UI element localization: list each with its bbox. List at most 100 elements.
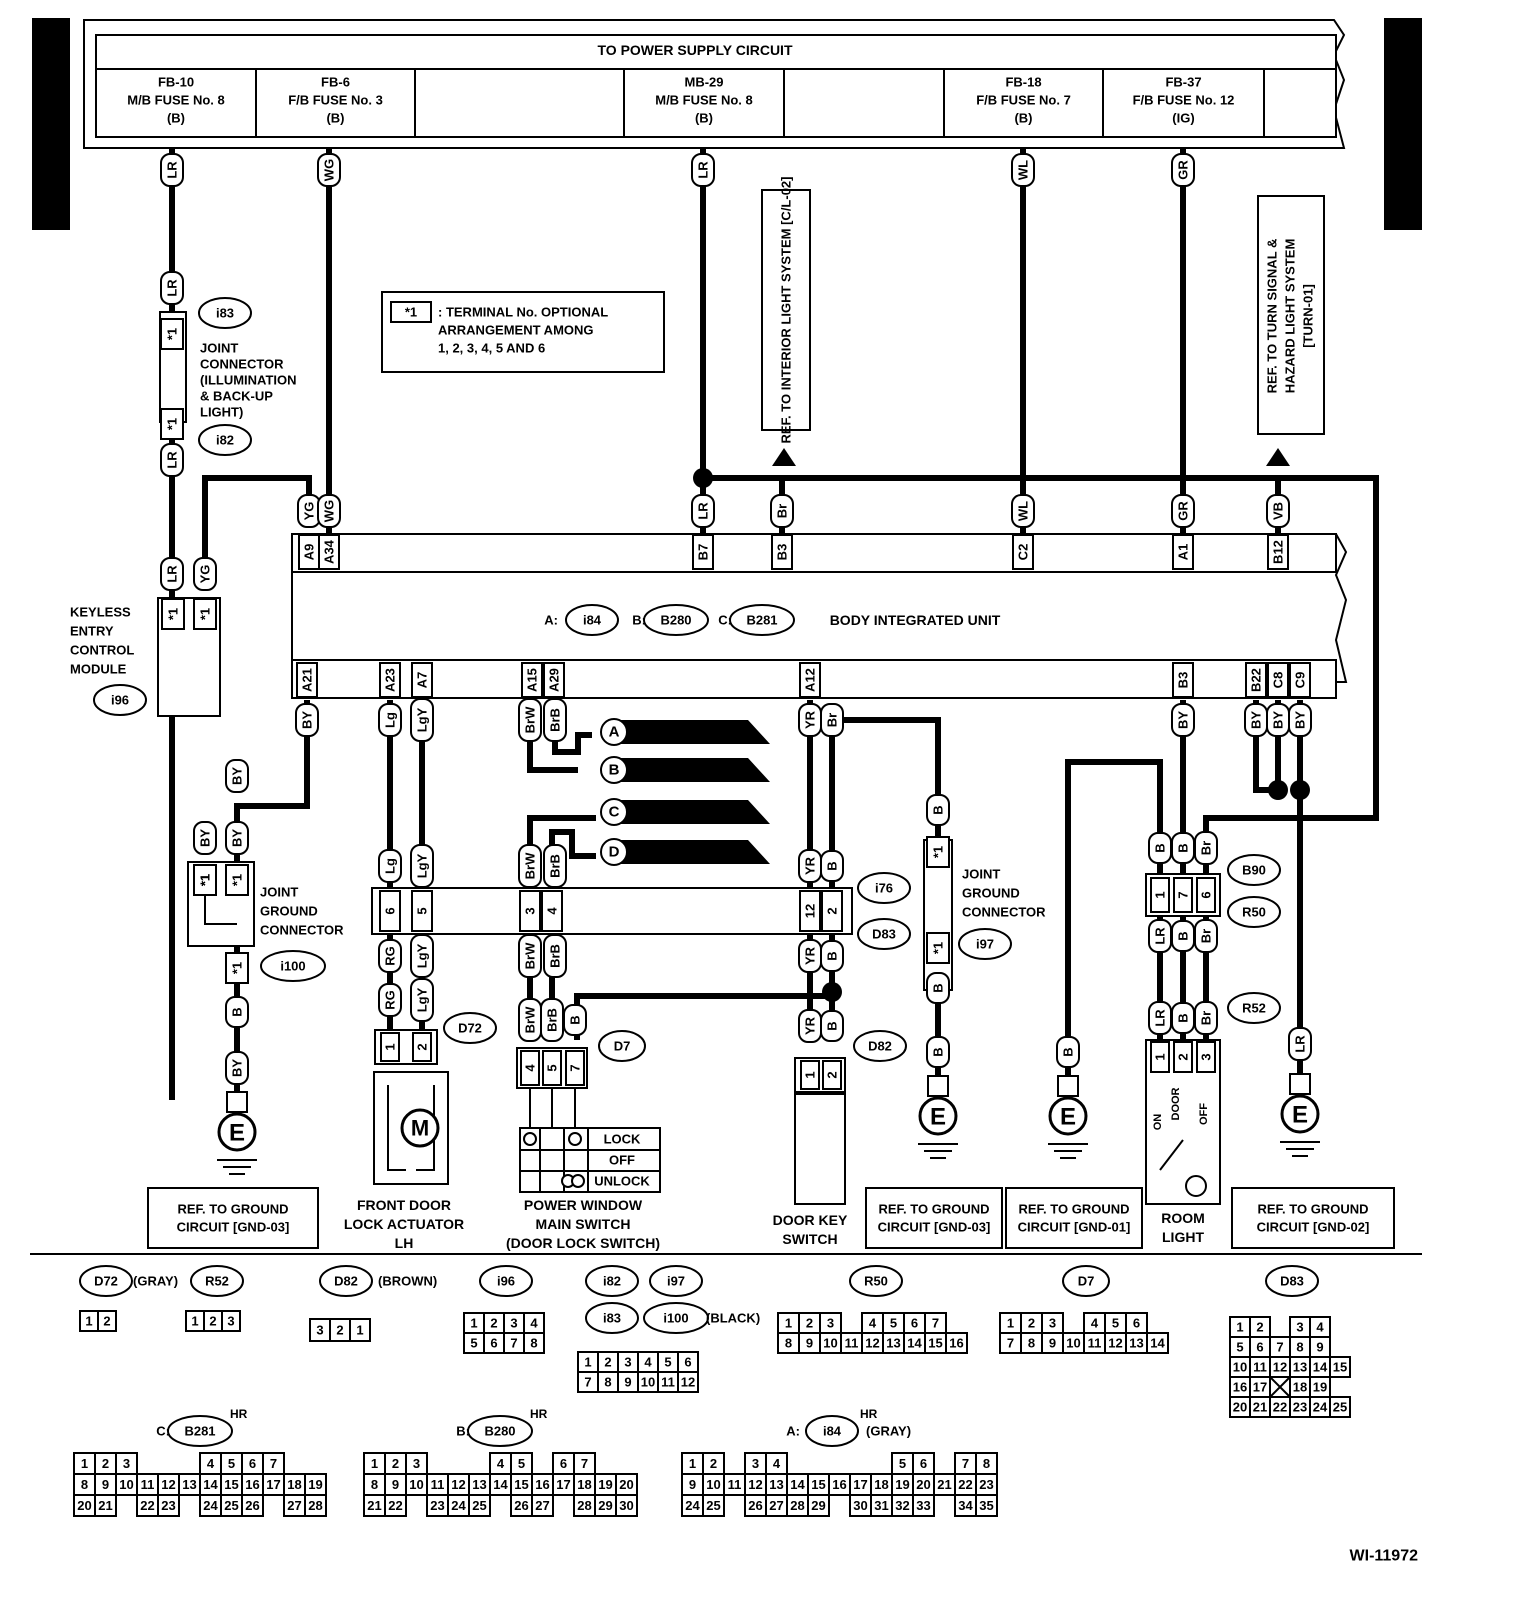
d83-legend-pin: 20: [1233, 1400, 1247, 1415]
optional-terminal: *1: [931, 942, 946, 954]
wire-color-label: Br: [825, 713, 840, 727]
wire-tag: [225, 821, 249, 855]
i82-legend-pin: 2: [604, 1355, 611, 1370]
jgc-label: GROUND: [260, 904, 318, 919]
joint-connector-label: CONNECTOR: [200, 357, 284, 372]
r50-legend-pin: 11: [845, 1336, 859, 1351]
biu-prefix: A:: [544, 613, 558, 628]
d7-legend-pin: 7: [1007, 1336, 1014, 1351]
keyless-label: CONTROL: [70, 643, 134, 658]
wire-color-label: BrB: [548, 854, 563, 878]
fuse-label: M/B FUSE No. 8: [655, 93, 753, 108]
d83-legend-pin: 10: [1233, 1360, 1247, 1375]
terminal-label: 2: [825, 907, 840, 914]
fuse-label: FB-18: [1005, 75, 1041, 90]
b280-legend-cell: [384, 1494, 407, 1517]
pw-switch-label: MAIN SWITCH: [536, 1216, 631, 1232]
i84-legend-pin: 29: [811, 1498, 825, 1513]
star-cell: [160, 318, 184, 350]
fuse-cell: [623, 68, 785, 138]
i84-legend-pin: 26: [748, 1498, 762, 1513]
b281-legend-pin: 9: [102, 1477, 109, 1492]
b280-legend-cell: [531, 1494, 554, 1517]
ground-lines: [1280, 1141, 1320, 1157]
wire-tag: [820, 703, 844, 737]
ground-lines: [1048, 1143, 1088, 1159]
wire-color-label: LR: [1153, 1009, 1168, 1027]
kl02-letter: B: [609, 762, 620, 779]
motor-symbol: [400, 1108, 440, 1148]
legend-connector-id-text: i96: [497, 1274, 515, 1289]
arrow-up: [772, 448, 796, 466]
r52-legend-pin: 3: [227, 1314, 234, 1329]
i82-legend-pin: 3: [624, 1355, 631, 1370]
connector-id: [958, 928, 1012, 960]
b280-legend-pin: 30: [619, 1498, 633, 1513]
pw-contact: [571, 1174, 585, 1188]
terminal-cell: [1267, 534, 1289, 570]
terminal-label: A34: [322, 539, 337, 564]
terminal-cell: [412, 1032, 432, 1062]
d83-legend-pin: 4: [1316, 1320, 1324, 1335]
terminal-label: B3: [1176, 672, 1191, 689]
d83-legend-pin: 11: [1253, 1360, 1267, 1375]
wire-tag: [926, 794, 950, 826]
wire-tag: [1011, 494, 1035, 528]
b281-legend-pin: 3: [123, 1456, 130, 1471]
b281-legend-pin: 1: [81, 1456, 88, 1471]
d83-legend-pin: 14: [1313, 1360, 1328, 1375]
i84-legend-pin: 20: [916, 1477, 930, 1492]
jgc-label: CONNECTOR: [260, 923, 344, 938]
i84-legend-pin: 7: [962, 1456, 969, 1471]
terminal-label: C9: [1293, 672, 1308, 689]
d83-legend-pin: 15: [1333, 1360, 1347, 1375]
wire-tag: [378, 849, 402, 883]
wire-color-label: Lg: [383, 858, 398, 874]
terminal-label: 2: [1176, 1053, 1191, 1060]
terminal-label: 7: [568, 1064, 583, 1071]
wire-color-label: WG: [322, 500, 337, 522]
legend-connector-id-text: D7: [1078, 1274, 1095, 1289]
d83-legend-pin: 12: [1273, 1360, 1287, 1375]
terminal-label: C2: [1016, 544, 1031, 561]
ref-turn-text: HAZARD LIGHT SYSTEM: [1283, 239, 1298, 394]
r50-legend-cell: [945, 1332, 968, 1354]
d82-legend-pin: 2: [336, 1323, 343, 1338]
terminal-cell: [1150, 1041, 1170, 1073]
wire-tag: [691, 153, 715, 187]
pw-switch-label: (DOOR LOCK SWITCH): [506, 1235, 660, 1251]
optional-terminal: *1: [931, 846, 946, 858]
terminal-cell: [1172, 534, 1194, 570]
terminal-label: 1: [1153, 1053, 1168, 1060]
legend-connector-id-text: R50: [864, 1274, 888, 1289]
d83-legend-pin: 5: [1236, 1340, 1243, 1355]
legend-connector-id-text: i100: [663, 1311, 688, 1326]
legend-connector-id: [1265, 1265, 1319, 1297]
i96-legend-pin: 4: [530, 1316, 538, 1331]
wire-color-label: LR: [165, 161, 180, 179]
i84-legend-pin: 11: [728, 1477, 742, 1492]
b280-legend-pin: 18: [577, 1477, 591, 1492]
legend-big-id: [805, 1415, 859, 1447]
star-cell: [225, 864, 249, 896]
wire-color-label: GR: [1176, 501, 1191, 521]
d7-leads: [529, 1088, 576, 1128]
optional-terminal: *1: [166, 608, 181, 620]
terminal-cell: [519, 890, 541, 932]
b281-legend-cell: [94, 1494, 117, 1517]
legend-connector-id: [190, 1265, 244, 1297]
i84-legend-cell: [702, 1494, 725, 1517]
r50-legend-pin: 10: [823, 1336, 837, 1351]
legend-connector-id-text: R52: [205, 1274, 229, 1289]
d7-legend-pin: 14: [1150, 1336, 1165, 1351]
kl02-tab: [620, 720, 770, 744]
connector-id: [93, 684, 147, 716]
connector-id-text: i100: [280, 959, 305, 974]
ref-turn-text: [TURN-01]: [1301, 284, 1316, 348]
b281-legend-pin: 26: [245, 1498, 259, 1513]
i84-legend-pin: 18: [874, 1477, 888, 1492]
wire-color-label: B: [568, 1015, 583, 1024]
i84-legend-pin: 2: [710, 1456, 717, 1471]
terminal-label: B22: [1249, 668, 1264, 692]
